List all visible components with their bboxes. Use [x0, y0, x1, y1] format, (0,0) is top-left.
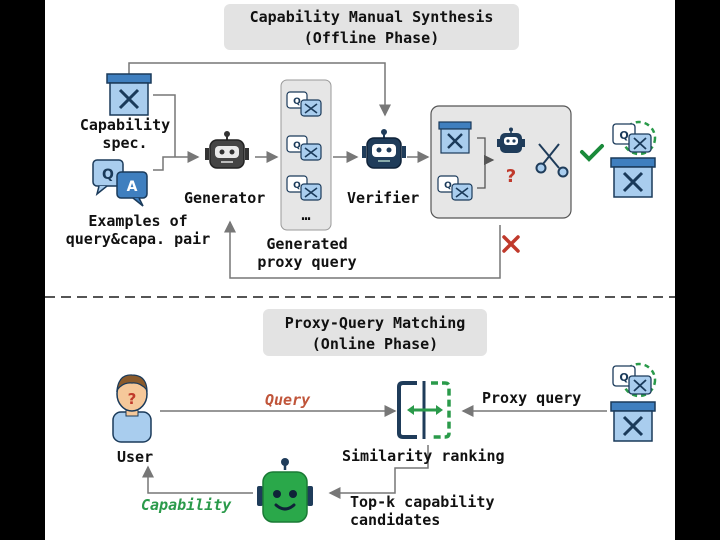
topk-candidates-label: Top-k capability candidates	[350, 493, 495, 529]
check-icon	[580, 144, 604, 162]
online-phase-subtitle: (Online Phase)	[311, 335, 439, 353]
similarity-ranking-label: Similarity ranking	[342, 447, 505, 465]
proxy-query-icon-2: Q	[286, 135, 322, 161]
capability-spec-label: Capability spec.	[70, 116, 180, 152]
online-phase-title-box: Proxy-Query Matching (Online Phase)	[263, 309, 487, 356]
generator-label: Generator	[184, 189, 266, 207]
proxy-query-icon-3: Q	[286, 175, 322, 201]
verifier-label: Verifier	[347, 189, 420, 207]
proxy-query-icon-1: Q	[286, 91, 322, 117]
capability-spec-box-icon	[106, 73, 152, 116]
capability-robot-icon	[257, 458, 313, 523]
svg-text:Q: Q	[293, 141, 301, 151]
capability-label: Capability	[141, 496, 232, 514]
svg-text:Q: Q	[444, 181, 452, 191]
panel-brace	[477, 137, 495, 189]
svg-text:Q: Q	[102, 167, 114, 183]
offline-phase-subtitle: (Offline Phase)	[303, 29, 440, 47]
proxy-query-label: Proxy query	[482, 389, 582, 407]
examples-label: Examples of query&capa. pair	[53, 212, 223, 248]
qa-chat-icon: Q A	[92, 159, 148, 207]
generated-proxy-query-label: Generated proxy query	[245, 235, 369, 271]
svg-text:A: A	[127, 179, 138, 195]
diagram-svg: Q A Q Q	[45, 62, 675, 523]
svg-text:Q: Q	[293, 181, 301, 191]
diagram-canvas: Capability Manual Synthesis (Offline Pha…	[45, 0, 675, 540]
user-icon: ?	[112, 374, 152, 443]
online-connectors	[142, 405, 607, 499]
scissors-icon	[535, 143, 569, 178]
offline-connectors	[128, 62, 501, 279]
online-capability-icon: Q	[610, 362, 657, 442]
svg-text:Q: Q	[619, 129, 628, 142]
result-capability-icon: Q	[610, 120, 657, 198]
svg-text:?: ?	[128, 390, 137, 408]
panel-verifier-robot-icon	[497, 127, 525, 153]
offline-phase-title-box: Capability Manual Synthesis (Offline Pha…	[224, 4, 519, 50]
topk-label-line2: candidates	[350, 511, 441, 529]
capability-spec-label-line2: spec.	[102, 134, 148, 152]
generator-robot-icon	[205, 131, 249, 169]
examples-label-line2: query&capa. pair	[65, 230, 211, 248]
topk-label-line1: Top-k capability	[350, 493, 495, 511]
cross-icon	[502, 235, 520, 253]
similarity-matcher-icon	[397, 381, 451, 439]
user-label: User	[117, 448, 154, 466]
online-phase-title: Proxy-Query Matching	[284, 314, 466, 332]
svg-text:Q: Q	[293, 97, 301, 107]
offline-phase-title: Capability Manual Synthesis	[249, 8, 494, 26]
panel-capability-box-icon	[438, 121, 472, 154]
verifier-robot-icon	[362, 129, 406, 169]
uncertain-mark: ?	[506, 166, 516, 187]
examples-label-line1: Examples of	[88, 212, 188, 230]
ellipsis-label: …	[301, 206, 311, 224]
svg-text:Q: Q	[619, 371, 628, 384]
capability-spec-label-line1: Capability	[79, 116, 171, 134]
query-label: Query	[265, 391, 311, 409]
panel-query-icon: Q	[437, 175, 473, 201]
generated-label-line1: Generated	[266, 235, 348, 253]
generated-label-line2: proxy query	[257, 253, 357, 271]
